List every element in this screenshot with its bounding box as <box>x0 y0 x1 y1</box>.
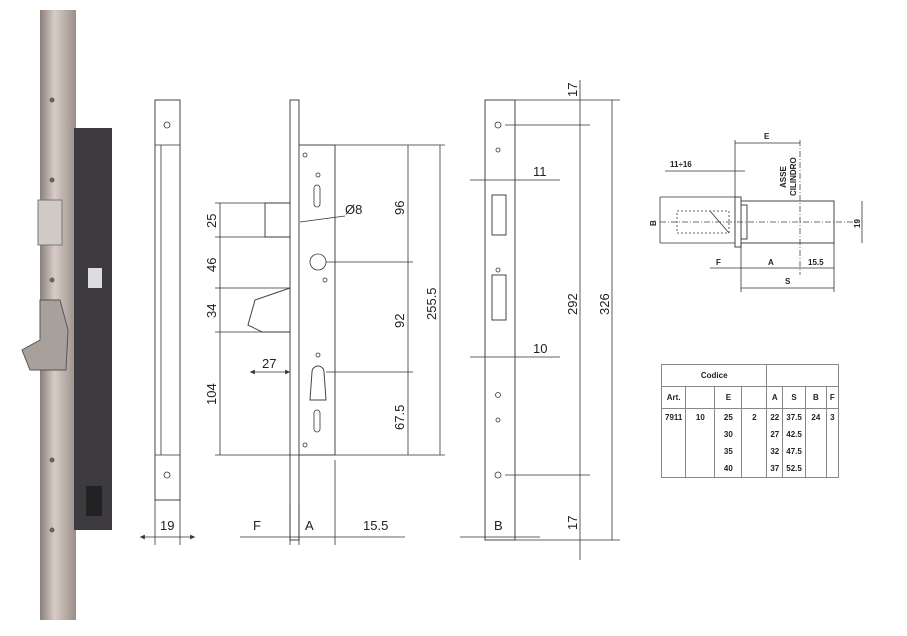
hook-height-label: 34 <box>204 304 219 318</box>
dim-a-label: A <box>305 518 314 533</box>
cell: 22 <box>766 408 784 426</box>
col-header: S <box>782 386 806 409</box>
dim-10-label: 10 <box>533 341 547 356</box>
back-view: 11 10 17 292 17 326 B <box>460 80 620 560</box>
latch-gap-label: 46 <box>204 258 219 272</box>
cell: 27 <box>766 426 784 443</box>
col-header: A <box>766 386 784 409</box>
cell <box>741 426 768 443</box>
side-view: 19 <box>140 99 195 545</box>
cell: 42.5 <box>782 426 806 443</box>
hook-bottom-label: 104 <box>204 383 219 405</box>
cyl-axis-line1: ASSE <box>779 166 788 188</box>
cell <box>660 426 687 443</box>
cyl-19-label: 19 <box>853 219 862 228</box>
dim-96-label: 96 <box>392 201 407 215</box>
col-header: Art. <box>660 386 687 409</box>
dim-92-label: 92 <box>392 314 407 328</box>
latch-height-label: 25 <box>204 214 219 228</box>
dim-f-label: F <box>253 518 261 533</box>
cell <box>741 460 768 478</box>
cell <box>825 426 839 443</box>
cell <box>804 460 827 478</box>
dim-11-label: 11 <box>533 164 547 179</box>
dim-b-label: B <box>494 518 503 533</box>
cell: 2 <box>741 408 768 426</box>
cell: 3 <box>825 408 839 426</box>
dim-292-label: 292 <box>565 293 580 315</box>
cell <box>685 443 716 460</box>
cyl-range-label: 11÷16 <box>670 160 692 169</box>
cell <box>660 460 687 478</box>
cell: 24 <box>804 408 827 426</box>
col-header: F <box>825 386 839 409</box>
cyl-s-label: S <box>785 277 791 286</box>
cell <box>804 443 827 460</box>
front-view: 25 46 34 104 27 Ø8 96 92 67.5 255.5 F A … <box>204 99 445 545</box>
cell <box>741 443 768 460</box>
cell: 37.5 <box>782 408 806 426</box>
cell <box>685 460 716 478</box>
table-title: Codice <box>660 364 768 387</box>
latch-depth-label: 27 <box>262 356 276 371</box>
hole-diameter-label: Ø8 <box>345 202 362 217</box>
cell: 47.5 <box>782 443 806 460</box>
dim-326-label: 326 <box>597 293 612 315</box>
cell: 40 <box>714 460 743 478</box>
col-header: E <box>714 386 743 409</box>
dim-67-5-label: 67.5 <box>392 405 407 430</box>
col-header <box>741 386 768 409</box>
cell: 25 <box>714 408 743 426</box>
dim-15-5-label: 15.5 <box>363 518 388 533</box>
cell: 37 <box>766 460 784 478</box>
cell: 32 <box>766 443 784 460</box>
cyl-a-label: A <box>768 258 774 267</box>
cell: 35 <box>714 443 743 460</box>
dim-top-17-label: 17 <box>565 83 580 97</box>
side-width-label: 19 <box>160 518 174 533</box>
cell: 7911 <box>660 408 687 426</box>
cell <box>825 443 839 460</box>
cell <box>660 443 687 460</box>
cell: 52.5 <box>782 460 806 478</box>
lock-photo <box>21 10 112 620</box>
col-header <box>685 386 716 409</box>
cell <box>804 426 827 443</box>
cyl-15-5-label: 15.5 <box>808 258 824 267</box>
cell <box>685 426 716 443</box>
cyl-f-label: F <box>716 258 721 267</box>
cell: 10 <box>685 408 716 426</box>
cyl-b-label: B <box>649 220 658 226</box>
col-header: B <box>804 386 827 409</box>
dim-bottom-17-label: 17 <box>565 516 580 530</box>
dim-255-5-label: 255.5 <box>424 287 439 320</box>
cylinder-diagram: E 11÷16 ASSE CILINDRO B 19 F A 15.5 S <box>649 132 863 292</box>
cell: 30 <box>714 426 743 443</box>
cell <box>825 460 839 478</box>
cyl-e-label: E <box>764 132 770 141</box>
cyl-axis-line2: CILINDRO <box>789 157 798 196</box>
